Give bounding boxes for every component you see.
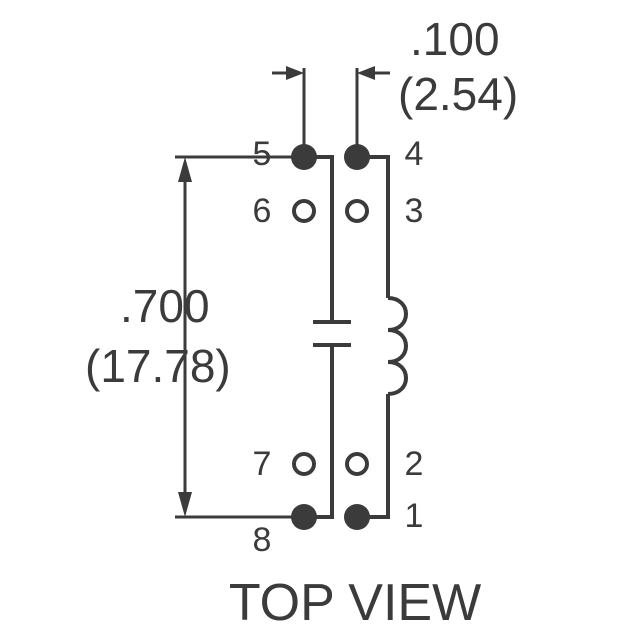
pin-label-1: 1 [405,497,424,535]
length-arrow-bottom [178,492,192,517]
pin-pad-7 [292,452,316,476]
pin-pad-6 [292,199,316,223]
pin-pad-2 [345,452,369,476]
capacitor-lower-lead [304,345,334,519]
length-dimension-group: .700 (17.78) [85,155,300,519]
pin-label-5: 5 [253,135,272,173]
pin-number-labels: 5 6 7 8 4 3 2 1 [253,135,424,559]
length-dimension-inches: .700 [120,280,210,332]
pin-pads-group [291,144,370,530]
pin-label-3: 3 [405,192,424,230]
inductor-coil-symbol [387,296,408,396]
pin-pad-8 [291,504,317,530]
view-caption: TOP VIEW [229,574,481,632]
length-dimension-millimeters: (17.78) [85,340,231,392]
coil-upper-lead [357,155,390,298]
pin-label-6: 6 [253,192,272,230]
pin-pad-1 [344,504,370,530]
pin-pad-4 [344,144,370,170]
length-arrow-top [178,157,192,182]
pin-label-7: 7 [253,445,272,483]
pin-pad-5 [291,144,317,170]
pitch-dimension-inches: .100 [410,13,500,65]
pin-label-2: 2 [405,445,424,483]
pitch-dimension-millimeters: (2.54) [398,68,518,120]
capacitor-upper-lead [304,155,334,322]
pin-label-8: 8 [253,521,272,559]
pitch-arrow-right [357,66,375,80]
pitch-dimension-group: .100 (2.54) [272,13,518,150]
pin-pad-3 [345,199,369,223]
pin-label-4: 4 [405,135,424,173]
pitch-arrow-left [286,66,304,80]
